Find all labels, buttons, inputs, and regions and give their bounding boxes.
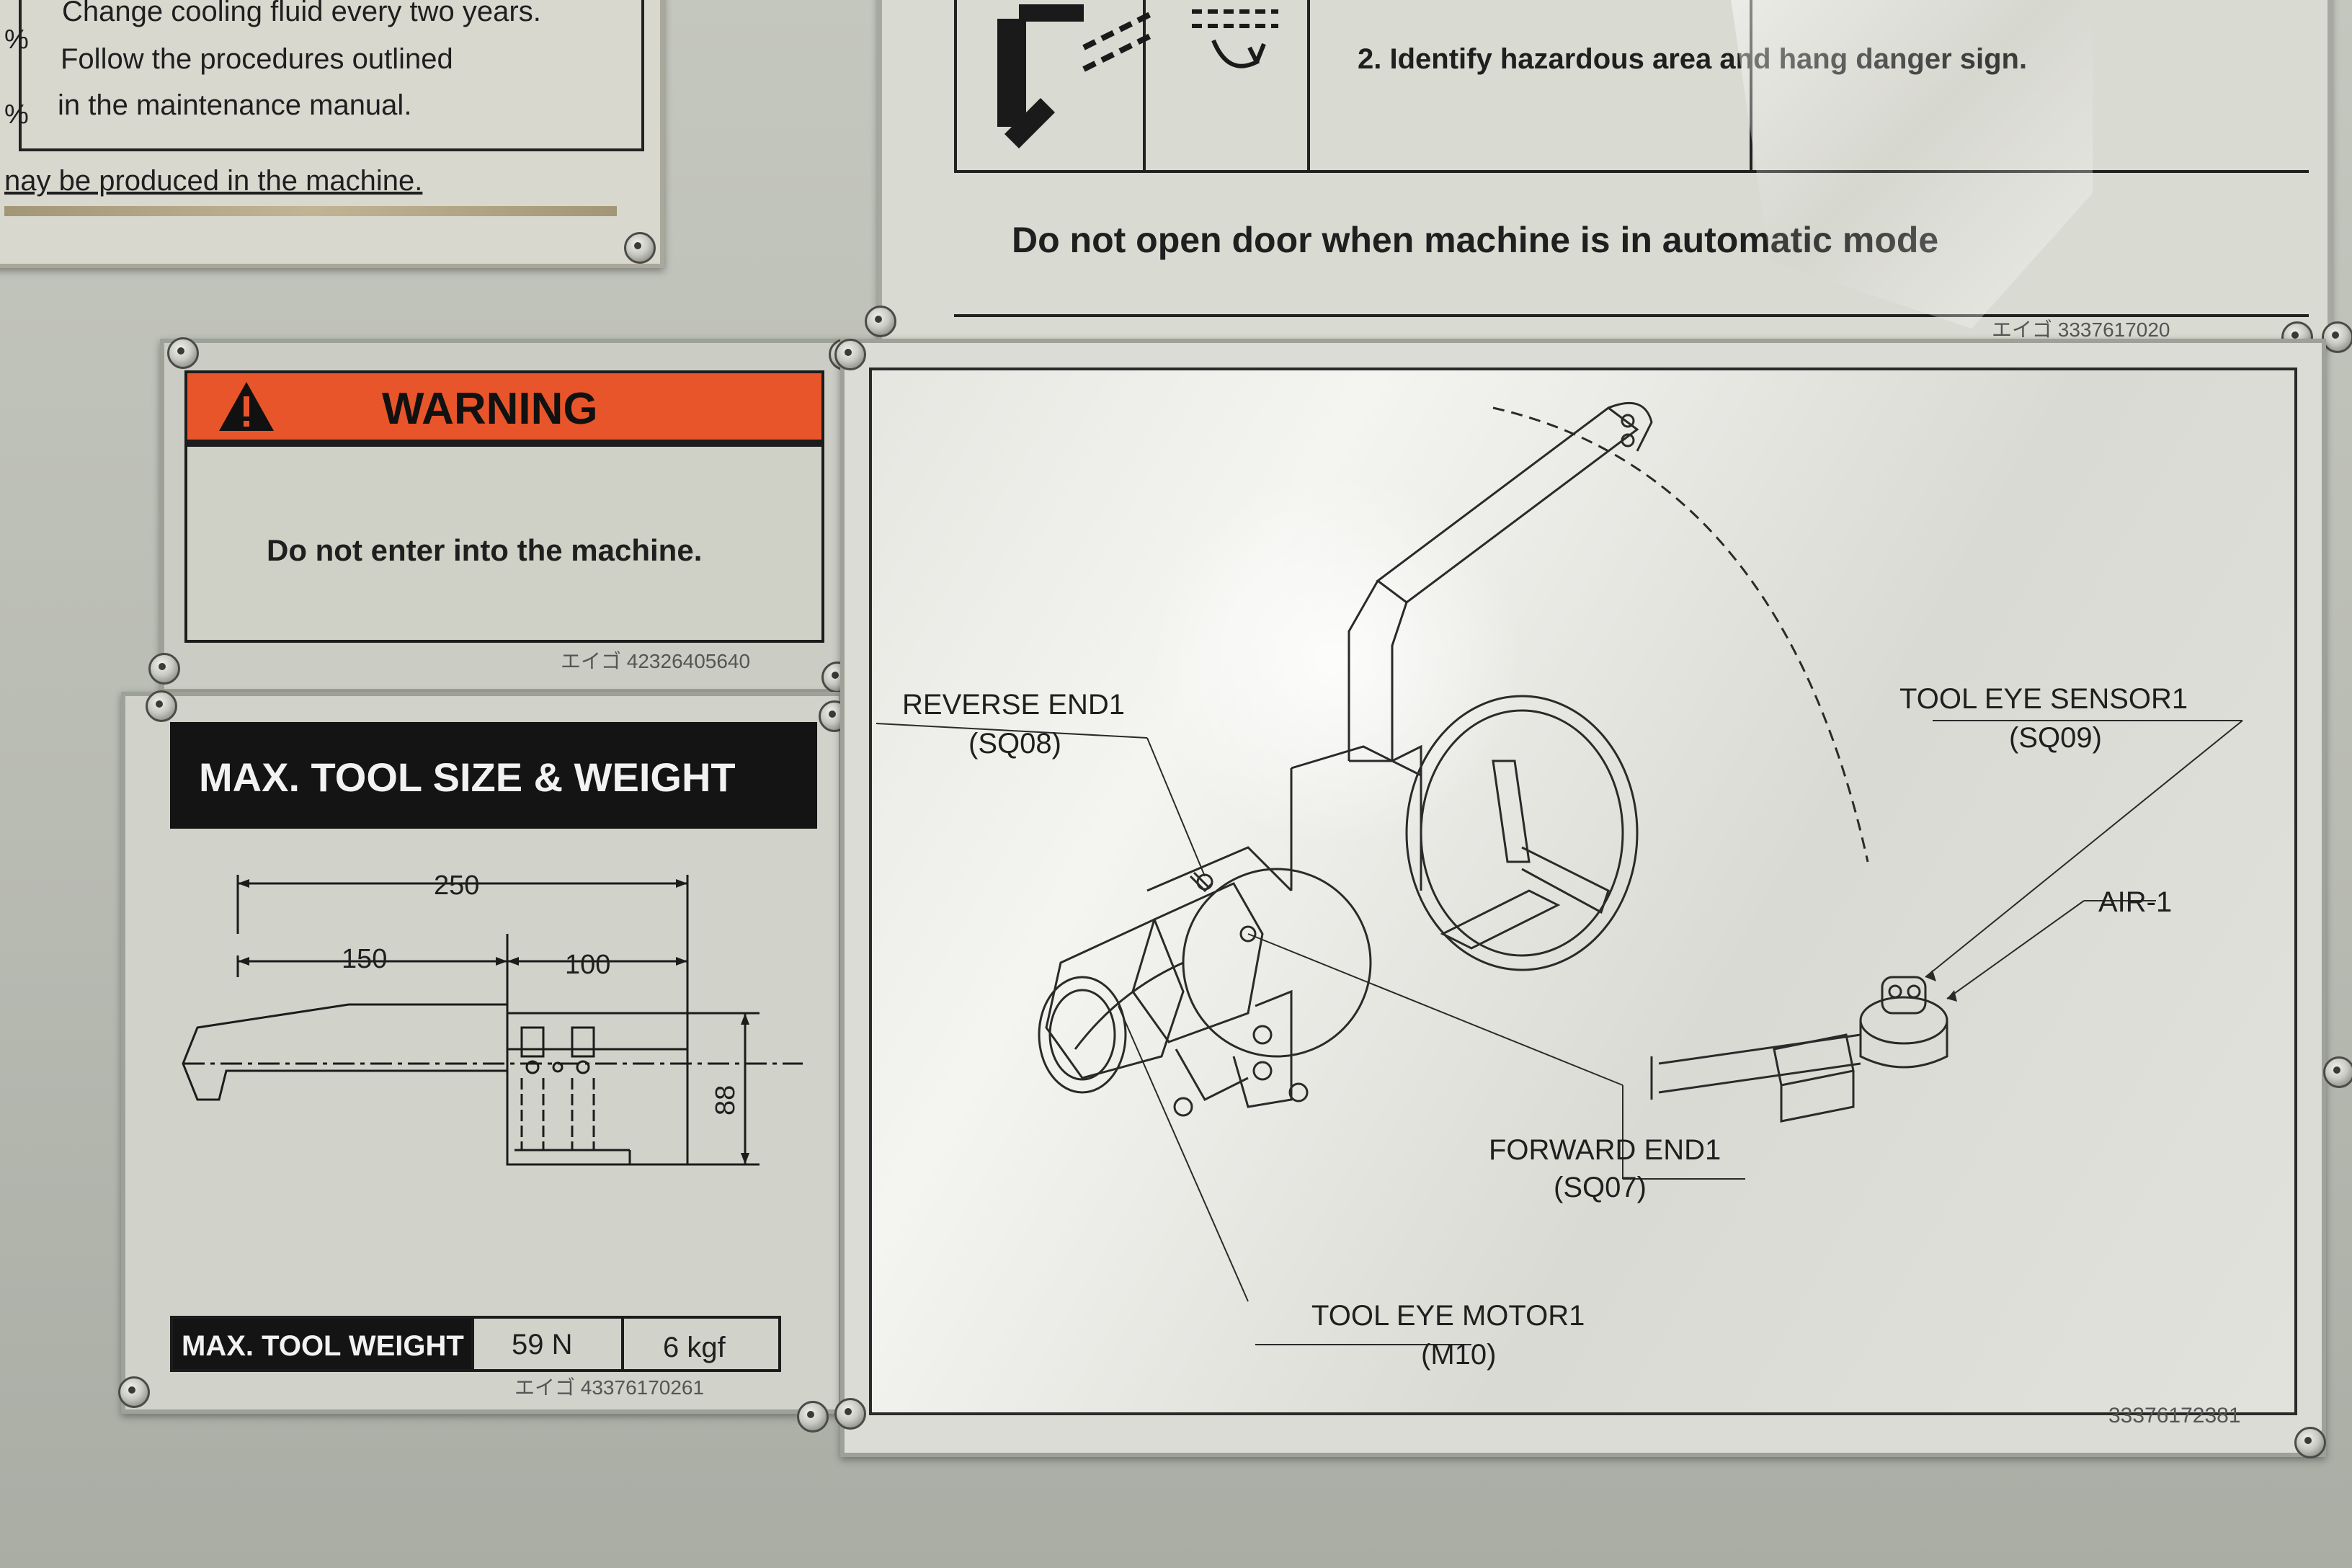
light-glare xyxy=(1147,473,1522,847)
warning-part-number: エイゴ 42326405640 xyxy=(561,650,751,672)
percent-mark-2: % xyxy=(4,99,29,130)
reverse-end-code: (SQ08) xyxy=(968,728,1061,760)
maintenance-line-3: in the maintenance manual. xyxy=(58,89,412,121)
tool-eye-mechanism-drawing xyxy=(876,401,2243,1345)
tool-size-title: MAX. TOOL SIZE & WEIGHT xyxy=(199,754,736,800)
warning-header: WARNING xyxy=(187,373,821,447)
dimension-88: 88 xyxy=(710,1084,741,1115)
schematic-part-number: 33376172381 xyxy=(2108,1404,2241,1427)
tool-eye-sensor-code: (SQ09) xyxy=(2009,722,2102,754)
maintenance-line-1: Change cooling fluid every two years. xyxy=(62,0,541,27)
screw xyxy=(167,337,199,369)
percent-mark-1: % xyxy=(4,24,29,55)
tool-dimension-drawing xyxy=(182,875,803,1166)
screw xyxy=(624,232,656,264)
screw xyxy=(797,1401,829,1433)
screw xyxy=(146,690,177,722)
tool-weight-table: MAX. TOOL WEIGHT 59 N 6 kgf xyxy=(170,1316,781,1372)
reverse-end-label: REVERSE END1 xyxy=(902,689,1125,721)
tool-size-part-number: エイゴ 43376170261 xyxy=(514,1376,705,1399)
tool-weight-label: MAX. TOOL WEIGHT xyxy=(182,1330,464,1362)
tool-eye-schematic-plate: REVERSE END1 (SQ08) TOOL EYE SENSOR1 (SQ… xyxy=(840,339,2326,1457)
screw xyxy=(865,306,896,337)
air-label: AIR-1 xyxy=(2098,886,2173,918)
warning-plate: WARNING Do not enter into the machine. エ… xyxy=(160,339,846,693)
tool-weight-newton: 59 N xyxy=(512,1329,573,1360)
warning-triangle-icon xyxy=(219,382,274,431)
operator-pictogram-icon xyxy=(997,4,1278,148)
forward-end-code: (SQ07) xyxy=(1554,1172,1647,1203)
screw xyxy=(834,339,866,370)
screw xyxy=(148,653,180,685)
tool-eye-motor-label: TOOL EYE MOTOR1 xyxy=(1311,1300,1585,1332)
screw xyxy=(2322,321,2352,353)
maintenance-plate: % % Change cooling fluid every two years… xyxy=(0,0,664,268)
maintenance-line-4: nay be produced in the machine. xyxy=(4,165,423,197)
max-tool-size-plate: MAX. TOOL SIZE & WEIGHT xyxy=(121,692,843,1414)
warning-message: Do not enter into the machine. xyxy=(267,533,703,567)
tool-size-header: MAX. TOOL SIZE & WEIGHT xyxy=(170,722,817,829)
dimension-100: 100 xyxy=(565,950,611,980)
tool-eye-motor-code: (M10) xyxy=(1421,1339,1497,1371)
dimension-250: 250 xyxy=(434,870,480,901)
screw xyxy=(2323,1056,2352,1088)
forward-end-label: FORWARD END1 xyxy=(1489,1134,1721,1166)
door-part-number: エイゴ 3337617020 xyxy=(1992,318,2170,341)
maintenance-line-2: Follow the procedures outlined xyxy=(61,43,453,75)
screw xyxy=(118,1376,150,1408)
screw xyxy=(2294,1427,2326,1458)
tool-eye-sensor-label: TOOL EYE SENSOR1 xyxy=(1899,683,2188,715)
grime-strip xyxy=(4,206,617,216)
warning-title: WARNING xyxy=(382,384,598,434)
door-safety-plate: 2. Identify hazardous area and hang dang… xyxy=(878,0,2332,344)
dimension-150: 150 xyxy=(342,944,388,974)
screw xyxy=(834,1398,866,1430)
tool-weight-kgf: 6 kgf xyxy=(663,1332,726,1363)
